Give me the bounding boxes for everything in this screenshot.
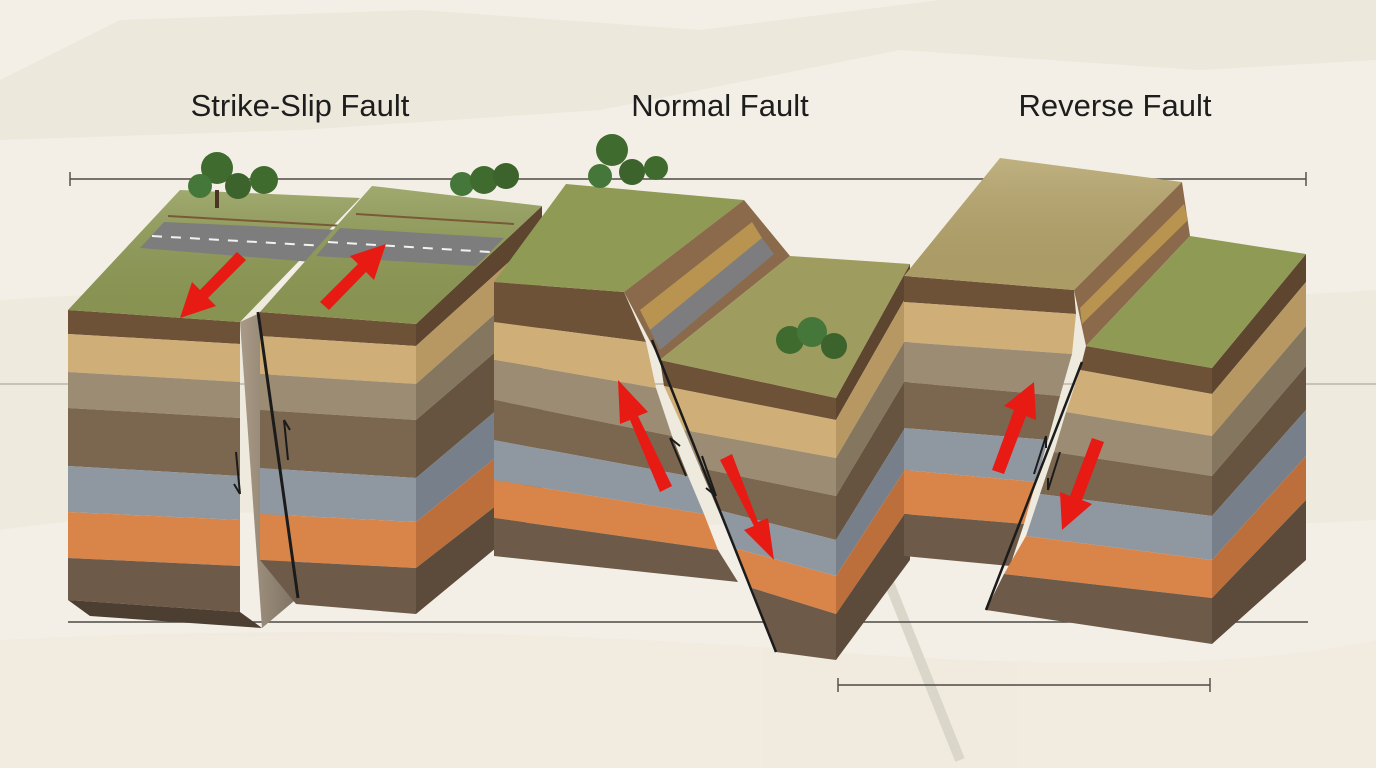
strike-slip-arrow-left [180, 252, 246, 318]
reverse-fault-title: Reverse Fault [1019, 88, 1212, 123]
reverse-fault-block [904, 158, 1306, 644]
strike-slip-trees-right [450, 163, 519, 196]
normal-fault-left-top [494, 184, 744, 292]
normal-fault-arrow-up [618, 380, 672, 492]
strike-slip-arrow-right [320, 244, 386, 310]
reverse-fault-arrow-down [1060, 438, 1104, 530]
reverse-fault-right-top [1086, 236, 1306, 368]
strike-slip-left-front-strata [68, 310, 262, 628]
strike-slip-title: Strike-Slip Fault [191, 88, 410, 123]
reverse-fault-motion-arrow-up [1033, 435, 1047, 475]
normal-fault-arrow-down [720, 454, 774, 560]
strike-slip-right-front-strata [260, 312, 416, 614]
strike-slip-motion-arrow-down [233, 451, 241, 495]
strike-slip-trees-left [188, 152, 278, 208]
normal-fault-block [494, 134, 910, 660]
strike-slip-motion-arrow-up [283, 419, 291, 461]
normal-fault-motion-arrow-down [701, 455, 717, 497]
reverse-fault-motion-arrow-down [1047, 451, 1061, 491]
reverse-fault-right-side-strata [1212, 254, 1306, 644]
strike-slip-block [68, 152, 542, 628]
normal-fault-right-side-strata [836, 264, 910, 660]
reverse-fault-arrow-up [992, 382, 1036, 474]
normal-fault-motion-arrow-up [669, 437, 687, 477]
normal-fault-trees [588, 134, 847, 359]
normal-fault-title: Normal Fault [631, 88, 809, 123]
scale-bar [837, 678, 1211, 692]
strike-slip-left-road [140, 222, 340, 262]
